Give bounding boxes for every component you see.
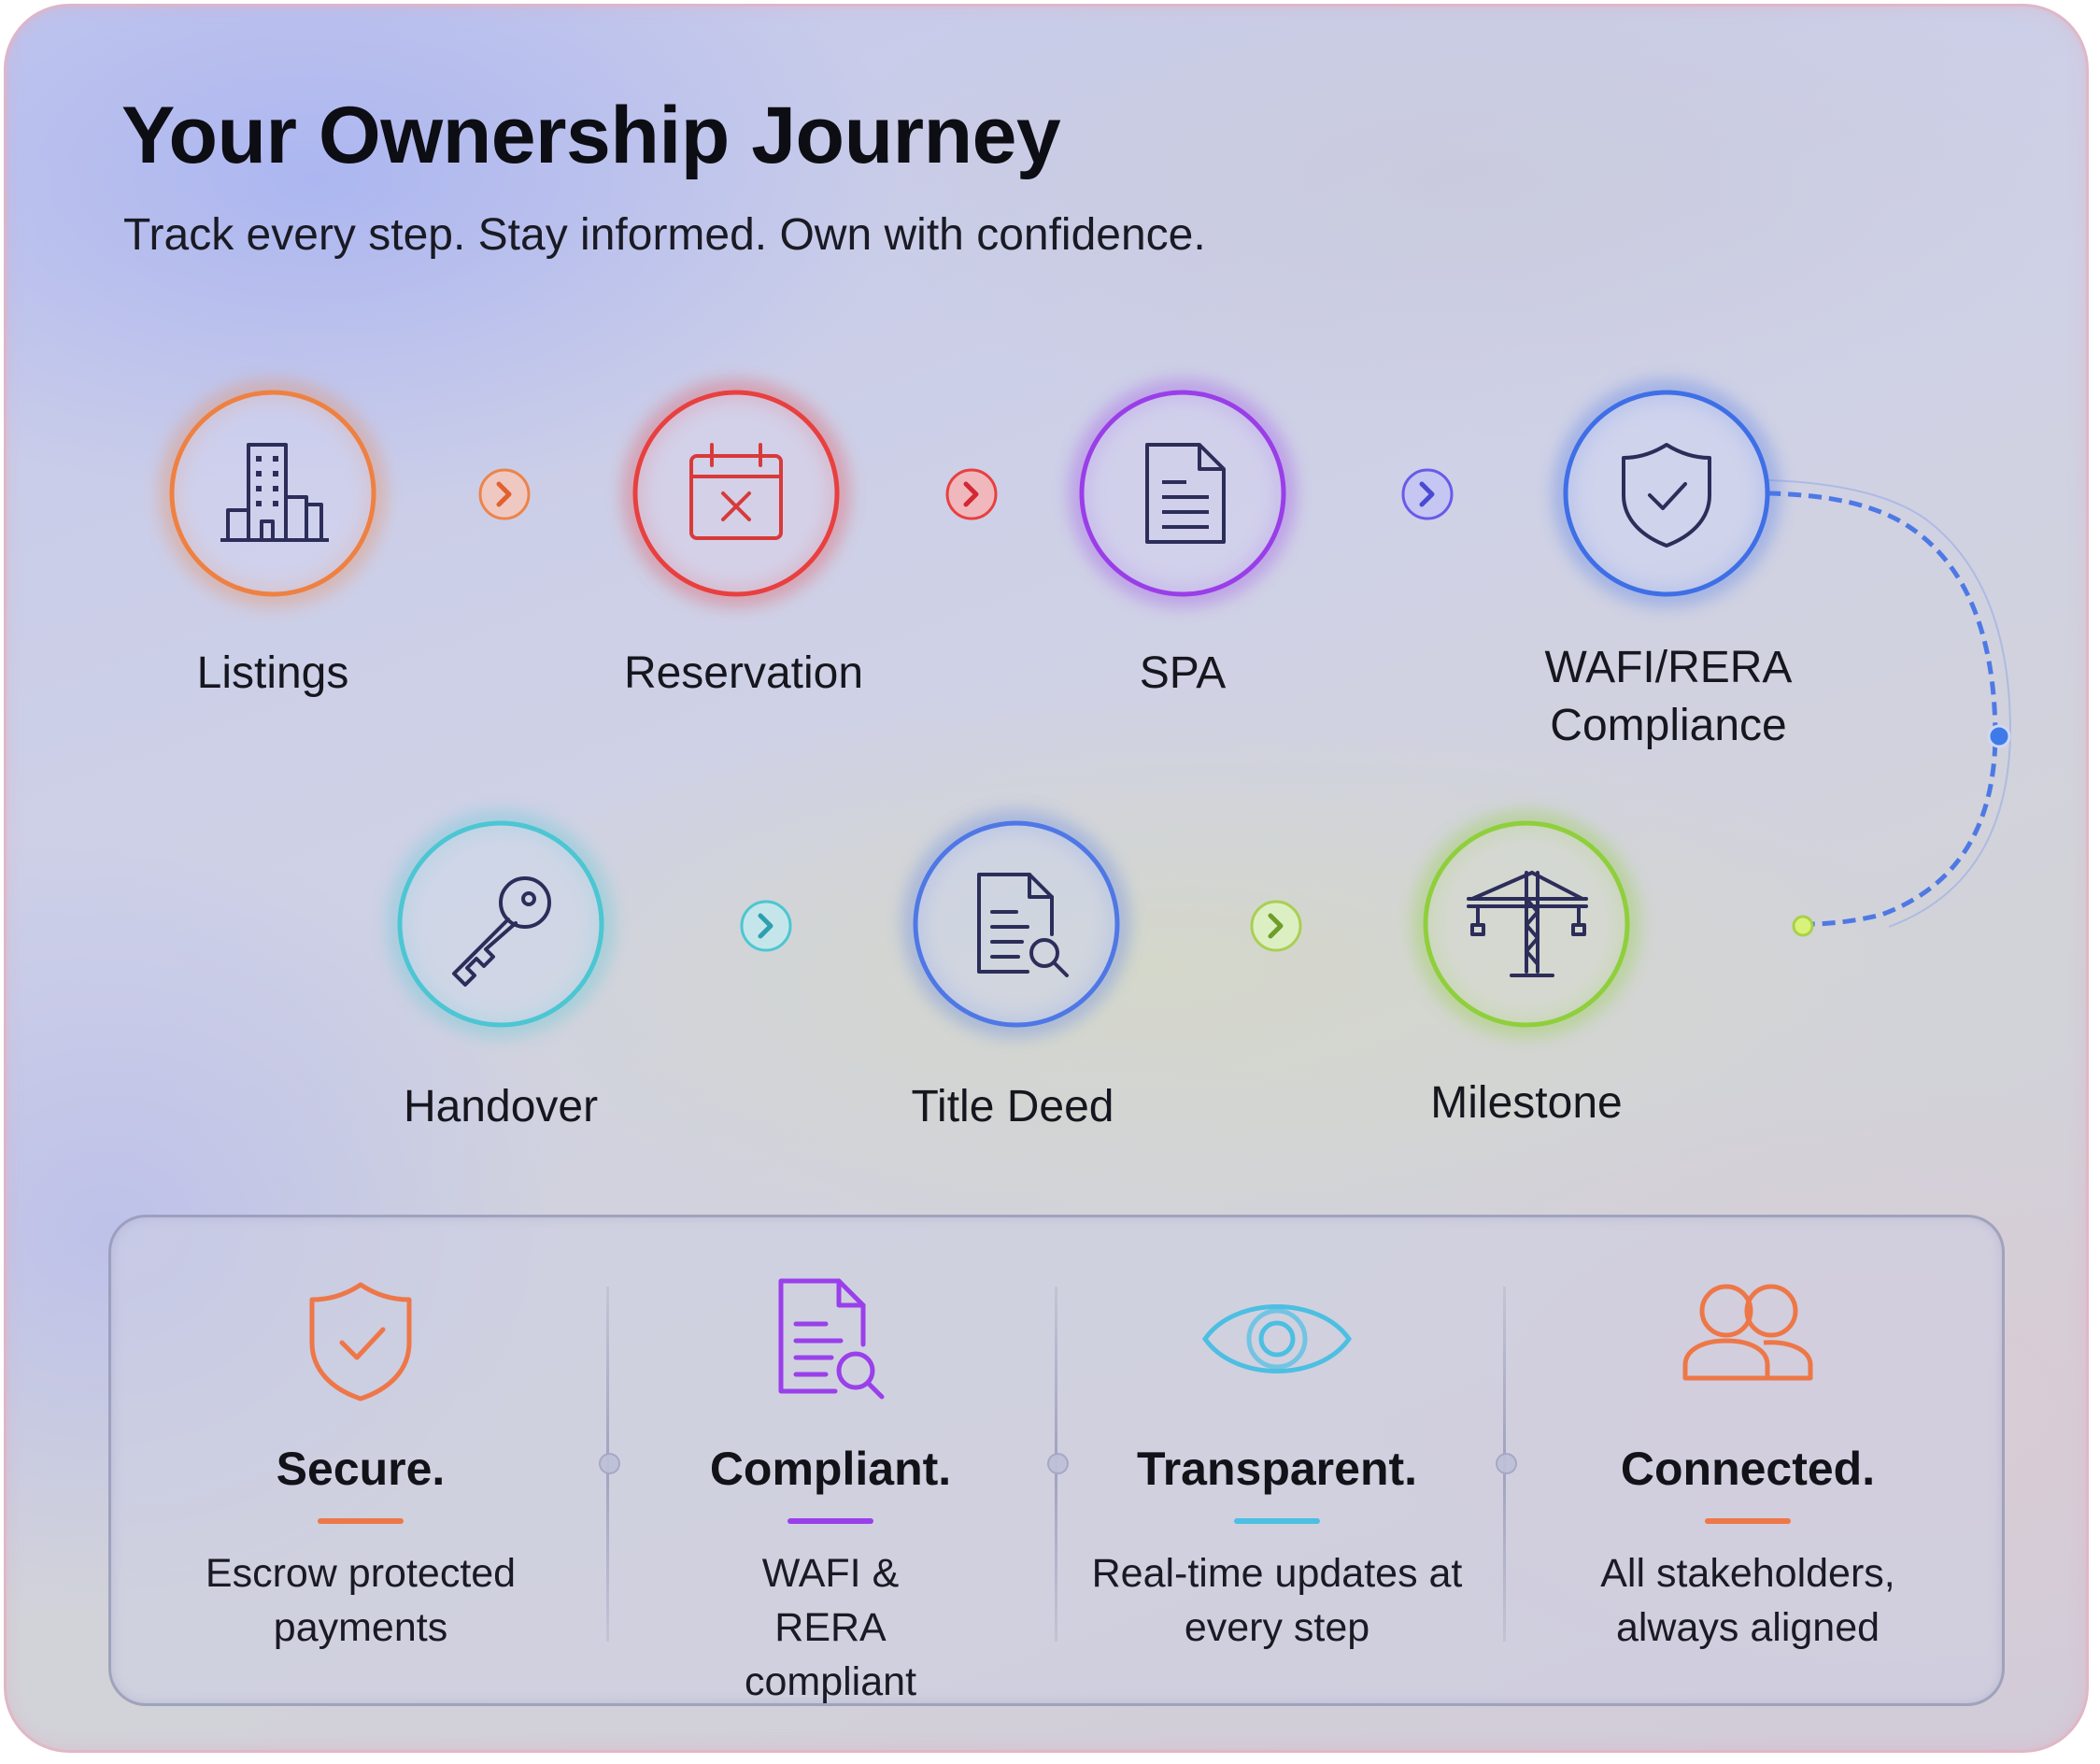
step-label-spa: SPA bbox=[1139, 648, 1227, 698]
eye-icon bbox=[1201, 1304, 1353, 1373]
feature-title: Secure. bbox=[276, 1443, 446, 1495]
feature-divider bbox=[599, 1287, 620, 1642]
document-icon bbox=[1145, 443, 1226, 544]
journey-card: Your Ownership Journey Track every step.… bbox=[4, 4, 2089, 1753]
chevron-node-4 bbox=[740, 900, 792, 952]
step-title-deed bbox=[903, 811, 1129, 1037]
feature-title: Transparent. bbox=[1136, 1443, 1418, 1495]
feature-accent-bar bbox=[788, 1518, 873, 1524]
features-panel: Secure. Escrow protected payments Compli… bbox=[108, 1215, 2005, 1706]
step-reservation bbox=[623, 380, 849, 606]
step-label-title-deed: Title Deed bbox=[911, 1082, 1114, 1131]
feature-accent-bar bbox=[1234, 1518, 1320, 1524]
feature-compliant: Compliant. WAFI & RERA compliant bbox=[606, 1217, 1055, 1704]
feature-description: Escrow protected payments bbox=[205, 1551, 517, 1650]
feature-description: WAFI & RERA compliant bbox=[744, 1551, 917, 1704]
chevron-node-2 bbox=[945, 468, 998, 520]
chevron-node-5 bbox=[1250, 900, 1302, 952]
chevron-node-1 bbox=[478, 468, 531, 520]
journey-flow bbox=[160, 380, 2012, 1037]
key-icon bbox=[452, 876, 551, 987]
step-spa bbox=[1070, 380, 1296, 606]
step-compliance bbox=[1554, 380, 1780, 606]
step-label-compliance: WAFI/RERA Compliance bbox=[1544, 643, 1793, 750]
feature-accent-bar bbox=[318, 1518, 404, 1524]
feature-title: Connected. bbox=[1620, 1443, 1876, 1495]
step-listings bbox=[160, 380, 386, 606]
users-icon bbox=[1682, 1284, 1813, 1381]
feature-transparent: Transparent. Real-time updates at every … bbox=[1053, 1217, 1501, 1703]
feature-connected: Connected. All stakeholders, always alig… bbox=[1524, 1217, 1972, 1703]
document-search-icon bbox=[977, 873, 1069, 977]
step-label-handover: Handover bbox=[403, 1082, 599, 1131]
step-label-listings: Listings bbox=[196, 648, 349, 698]
building-icon bbox=[220, 443, 329, 542]
document-search-icon bbox=[778, 1278, 885, 1400]
feature-description: All stakeholders, always aligned bbox=[1600, 1551, 1895, 1650]
step-label-reservation: Reservation bbox=[623, 648, 864, 698]
feature-description: Real-time updates at every step bbox=[1091, 1551, 1463, 1650]
curve-end-dot bbox=[1792, 915, 1814, 937]
feature-secure: Secure. Escrow protected payments bbox=[136, 1217, 585, 1703]
crane-icon bbox=[1467, 871, 1588, 977]
step-label-milestone: Milestone bbox=[1430, 1078, 1623, 1128]
feature-title: Compliant. bbox=[709, 1443, 952, 1495]
shield-check-icon bbox=[1622, 443, 1711, 548]
page-title: Your Ownership Journey bbox=[121, 91, 1061, 180]
step-milestone bbox=[1413, 811, 1639, 1037]
feature-divider bbox=[1496, 1287, 1517, 1642]
step-handover bbox=[388, 811, 614, 1037]
feature-accent-bar bbox=[1705, 1518, 1791, 1524]
feature-divider bbox=[1047, 1287, 1069, 1642]
shield-check-icon bbox=[309, 1282, 412, 1401]
chevron-node-3 bbox=[1401, 468, 1454, 520]
calendar-cancel-icon bbox=[689, 443, 783, 540]
page-subtitle: Track every step. Stay informed. Own wit… bbox=[123, 210, 1206, 260]
curve-node-dot bbox=[1987, 724, 2011, 748]
